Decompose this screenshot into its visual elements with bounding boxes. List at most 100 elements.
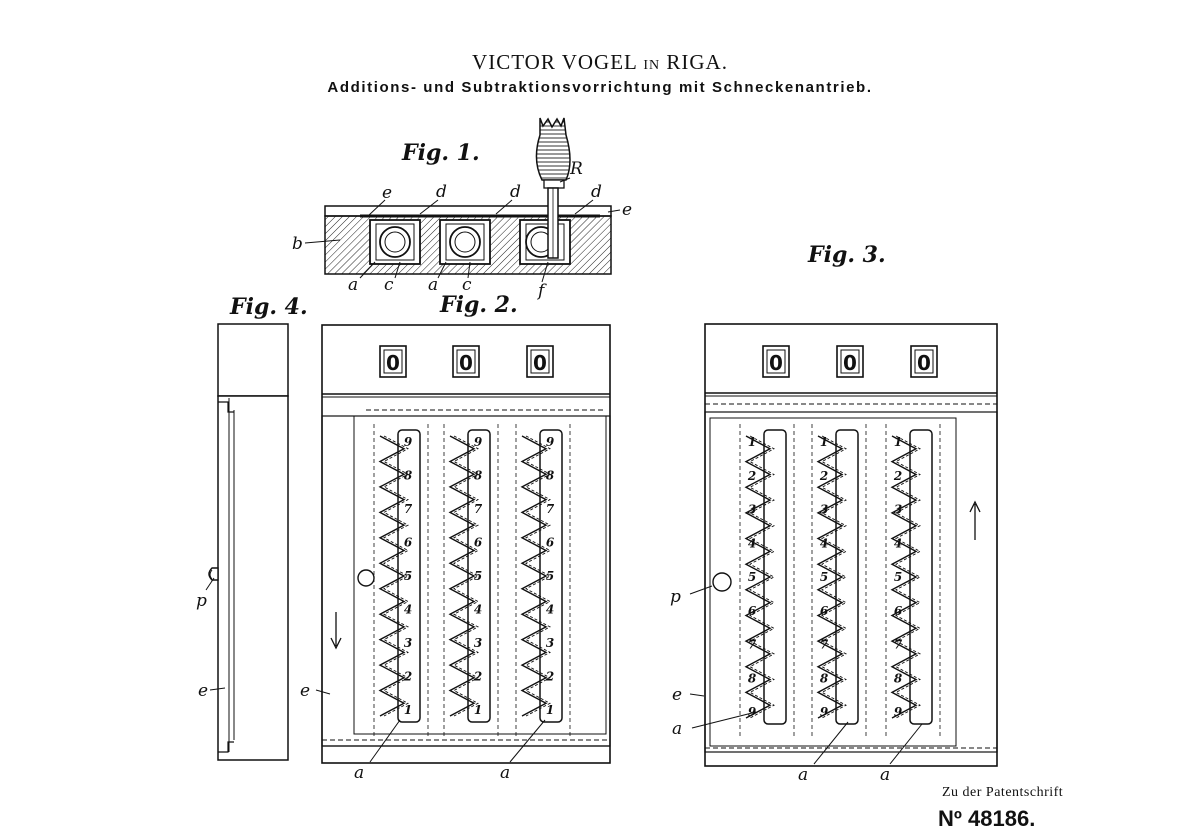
fig1-label-d1: d	[436, 182, 447, 202]
fig1-label-b: b	[292, 234, 303, 254]
fig3-scale-digit: 4	[894, 536, 902, 550]
fig3-label-a1: a	[672, 719, 682, 739]
fig3-scale-digit: 1	[894, 435, 902, 449]
fig3-scale-digit: 2	[747, 469, 756, 483]
fig3-scale-digit: 9	[820, 705, 829, 719]
fig3-scale-digit: 4	[820, 536, 828, 550]
fig3-digit-window-1: 0	[769, 351, 783, 375]
fig3-scale-digit: 3	[894, 503, 902, 517]
fig4-side-view: Fig. 4. p e	[196, 294, 308, 761]
fig1-leader-lines	[304, 177, 621, 283]
fig4-label-e: e	[198, 681, 208, 701]
fig2-pin-hole	[357, 569, 375, 587]
inventor-place: RIGA.	[666, 50, 728, 74]
fig3-worm-2	[816, 435, 844, 719]
fig2-scale-digit: 4	[474, 603, 482, 617]
fig4-caption: Fig. 4.	[229, 294, 308, 320]
fig1-well-1	[369, 219, 421, 265]
fig1-well-2	[439, 219, 491, 265]
fig3-scale-digit: 9	[748, 705, 757, 719]
fig3-scale-digit: 5	[748, 570, 756, 584]
fig3-scale-digit: 6	[748, 604, 757, 618]
fig3-scale-digit: 4	[748, 536, 756, 550]
inventor-name: VICTOR VOGEL	[472, 50, 638, 74]
fig3-scale-digit: 6	[820, 604, 829, 618]
fig2-scale-digit: 1	[404, 703, 412, 717]
fig3-label-a3: a	[880, 765, 890, 785]
fig3-scale-digit: 8	[894, 671, 903, 685]
fig3-label-p: p	[670, 587, 681, 607]
fig2-scale-digit: 2	[403, 670, 412, 684]
fig1-label-a1: a	[348, 275, 358, 295]
fig3-digit-window-2: 0	[843, 351, 857, 375]
fig1-label-a2: a	[428, 275, 438, 295]
fig1-label-R: R	[569, 159, 583, 179]
fig2-label-e: e	[300, 681, 310, 701]
fig3-slot-2	[835, 429, 859, 725]
fig2-scale-digit: 9	[404, 435, 413, 449]
fig2-digit-window-3: 0	[533, 351, 547, 375]
fig2-direction-arrow-down	[330, 612, 342, 650]
fig2-scale-digit: 7	[474, 502, 483, 516]
fig3-slot-1	[763, 429, 787, 725]
fig2-digit-window-2: 0	[459, 351, 473, 375]
fig1-caption: Fig. 1.	[401, 140, 480, 166]
patent-subtitle: Additions- und Subtraktionsvorrichtung m…	[327, 79, 873, 96]
fig3-scale-digit: 8	[820, 671, 829, 685]
patent-title: VICTOR VOGEL IN RIGA.	[0, 50, 1200, 75]
fig2-slot-3	[539, 429, 563, 723]
fig3-label-a2: a	[798, 765, 808, 785]
fig1-cross-section: Fig. 1.	[292, 117, 632, 301]
footer-note: Zu der Patentschrift	[942, 785, 1064, 800]
fig2-scale-digit: 7	[404, 502, 413, 516]
fig2-scale-digit: 1	[546, 703, 554, 717]
fig2-worm-1	[378, 435, 406, 717]
fig3-pin-hole	[712, 572, 732, 592]
fig1-well-3	[519, 219, 571, 265]
fig2-scale-digit: 2	[473, 670, 482, 684]
fig3-scale-digit: 1	[820, 435, 828, 449]
fig2-scale-digit: 1	[474, 703, 482, 717]
fig2-scale-digit: 6	[404, 536, 413, 550]
fig2-scale-digit: 6	[474, 536, 483, 550]
fig3-scale-digit: 3	[820, 503, 828, 517]
fig3-caption: Fig. 3.	[807, 242, 886, 268]
fig1-label-f: f	[536, 281, 547, 301]
fig2-scale-digit: 3	[404, 636, 412, 650]
fig1-label-d3: d	[591, 182, 602, 202]
fig2-slot-2	[467, 429, 491, 723]
fig2-label-a2: a	[500, 763, 510, 783]
fig1-label-c1: c	[384, 275, 394, 295]
fig2-scale-digit: 5	[546, 569, 554, 583]
fig3-scale-digit: 9	[894, 705, 903, 719]
fig2-label-a1: a	[354, 763, 364, 783]
fig3-scale-digit: 2	[893, 469, 902, 483]
patent-number: Nº 48186.	[938, 806, 1036, 831]
fig3-scale-digit: 5	[820, 570, 828, 584]
fig1-label-c2: c	[462, 275, 472, 295]
fig2-slot-1	[397, 429, 421, 723]
fig2-worm-3	[520, 435, 548, 717]
fig3-scale-digit: 7	[748, 638, 757, 652]
fig2-scale-digit: 4	[404, 603, 412, 617]
fig3-label-e: e	[672, 685, 682, 705]
fig2-digit-window-1: 0	[386, 351, 400, 375]
fig2-caption: Fig. 2.	[439, 292, 518, 318]
title-preposition: IN	[643, 58, 661, 73]
fig1-label-e2: e	[622, 200, 632, 220]
fig3-slot-3	[909, 429, 933, 725]
fig2-scale-digit: 6	[546, 536, 555, 550]
fig2-counter-display: 0 0 0	[379, 345, 554, 378]
fig3-scale-digit: 5	[894, 570, 902, 584]
